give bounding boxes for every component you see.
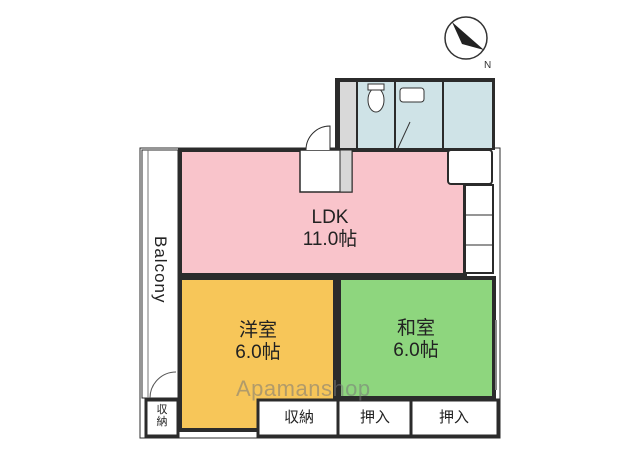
toilet-tank bbox=[367, 83, 385, 91]
small-storage bbox=[144, 398, 180, 438]
balcony-door-swing bbox=[149, 371, 177, 399]
western-room-name: 洋室 bbox=[238, 320, 277, 341]
bathtub-icon bbox=[447, 149, 493, 185]
wet-door bbox=[397, 121, 411, 149]
japanese-room-name: 和室 bbox=[396, 318, 435, 339]
ldk-size: 11.0帖 bbox=[302, 228, 358, 250]
storage-strip bbox=[256, 398, 500, 438]
ldk-label: LDK 11.0帖 bbox=[285, 207, 375, 251]
ldk-name: LDK bbox=[311, 207, 349, 228]
japanese-room-label: 和室 6.0帖 bbox=[376, 318, 456, 362]
western-room-label: 洋室 6.0帖 bbox=[218, 320, 298, 364]
watermark: Apamanshop bbox=[236, 376, 371, 401]
compass-needle bbox=[452, 22, 484, 50]
oshiire-label-1: 押入 bbox=[359, 409, 390, 426]
compass-north-label: N bbox=[484, 60, 492, 71]
entrance-step bbox=[339, 149, 353, 193]
toilet-icon bbox=[367, 87, 385, 113]
shunou-label: 収納 bbox=[283, 409, 314, 426]
small-storage-label: 収 納 bbox=[156, 404, 168, 429]
japanese-room bbox=[337, 276, 496, 400]
kitchen-counter bbox=[464, 184, 494, 274]
oshiire-label-2: 押入 bbox=[438, 409, 469, 426]
entrance-door-swing bbox=[305, 125, 331, 151]
balcony-label: Balcony bbox=[151, 236, 170, 304]
japanese-room-size: 6.0帖 bbox=[393, 339, 439, 361]
western-room-size: 6.0帖 bbox=[235, 341, 281, 363]
bathroom bbox=[444, 82, 492, 148]
closet-strip bbox=[340, 82, 356, 148]
wash-basin-icon bbox=[399, 87, 425, 103]
